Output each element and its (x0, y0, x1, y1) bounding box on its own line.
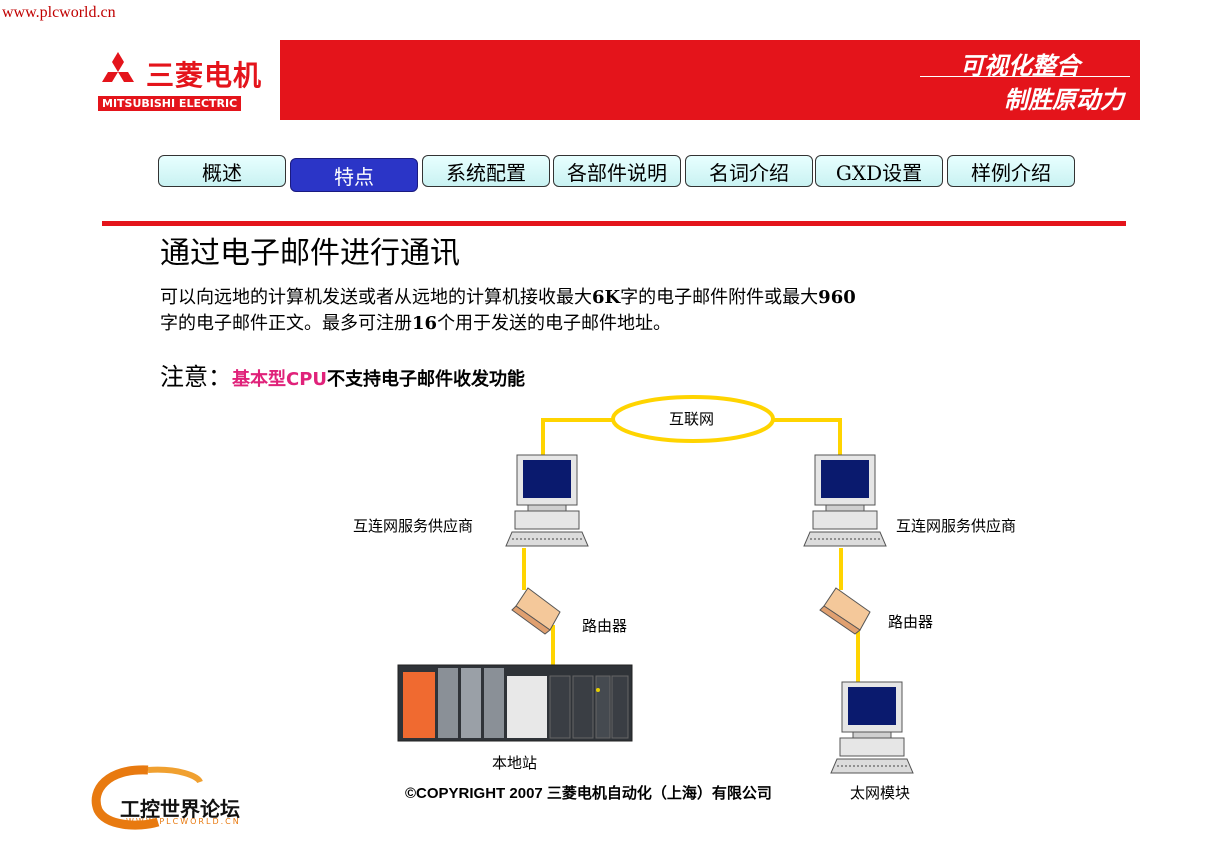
plc-rack-icon (397, 664, 633, 742)
three-diamonds-icon (102, 52, 134, 82)
note-highlight: 基本型CPU (232, 369, 328, 390)
computer-right-icon (803, 454, 887, 547)
tab-gxd-settings[interactable]: GXD设置 (815, 155, 943, 187)
router-left-icon (511, 587, 561, 635)
computer-left-icon (505, 454, 589, 547)
router-right-icon (819, 587, 871, 635)
slogan-line2: 制胜原动力 (1004, 86, 1124, 114)
para-text: 字的电子邮件正文。最多可注册 (160, 313, 412, 334)
tab-overview[interactable]: 概述 (158, 155, 286, 187)
logo-area: 三菱电机 MITSUBISHI ELECTRIC (90, 40, 280, 120)
header-banner: 三菱电机 MITSUBISHI ELECTRIC 可视化整合 制胜原动力 (90, 40, 1140, 120)
tab-examples[interactable]: 样例介绍 (947, 155, 1075, 187)
tab-system-config[interactable]: 系统配置 (422, 155, 550, 187)
ethernet-module-label: 太网模块 (850, 784, 911, 802)
para-bold: 6K (592, 287, 621, 308)
logo-english: MITSUBISHI ELECTRIC (98, 96, 242, 111)
forum-logo-icon (91, 765, 203, 830)
forum-logo-url: WWW.PLCWORLD.CN (126, 817, 241, 826)
local-station-label: 本地站 (492, 754, 538, 772)
para-text: 可以向远地的计算机发送或者从远地的计算机接收最大 (160, 287, 592, 308)
note: 注意：基本型CPU不支持电子邮件收发功能 (160, 357, 525, 392)
para-bold: 16 (412, 313, 438, 334)
note-label: 注意： (160, 363, 232, 391)
tab-features[interactable]: 特点 (290, 158, 418, 192)
internet-label: 互联网 (669, 410, 715, 428)
isp-right-label: 互连网服务供应商 (896, 517, 1017, 535)
internet-cloud (611, 395, 775, 443)
para-text: 个用于发送的电子邮件地址。 (437, 313, 672, 334)
tab-components[interactable]: 各部件说明 (553, 155, 681, 187)
para-text: 字的电子邮件附件或最大 (620, 287, 819, 308)
site-url[interactable]: www.plcworld.cn (2, 4, 116, 21)
isp-left-label: 互连网服务供应商 (353, 517, 474, 535)
divider-line (102, 221, 1126, 226)
forum-logo-text: 工控世界论坛 (120, 797, 240, 821)
logo-chinese: 三菱电机 (146, 59, 263, 92)
slogan-line1: 可视化整合 (960, 52, 1080, 80)
para-bold: 960 (818, 287, 856, 308)
copyright: ©COPYRIGHT 2007 三菱电机自动化（上海）有限公司 (405, 785, 772, 802)
page-title: 通过电子邮件进行通讯 (160, 236, 460, 271)
tab-glossary[interactable]: 名词介绍 (685, 155, 813, 187)
description-paragraph: 可以向远地的计算机发送或者从远地的计算机接收最大6K字的电子邮件附件或最大960… (160, 285, 1060, 337)
slogan-divider (920, 76, 1130, 77)
router-right-label: 路由器 (888, 613, 934, 631)
router-left-label: 路由器 (582, 617, 628, 635)
computer-bottom-icon (830, 681, 914, 774)
note-text: 不支持电子邮件收发功能 (327, 369, 526, 390)
